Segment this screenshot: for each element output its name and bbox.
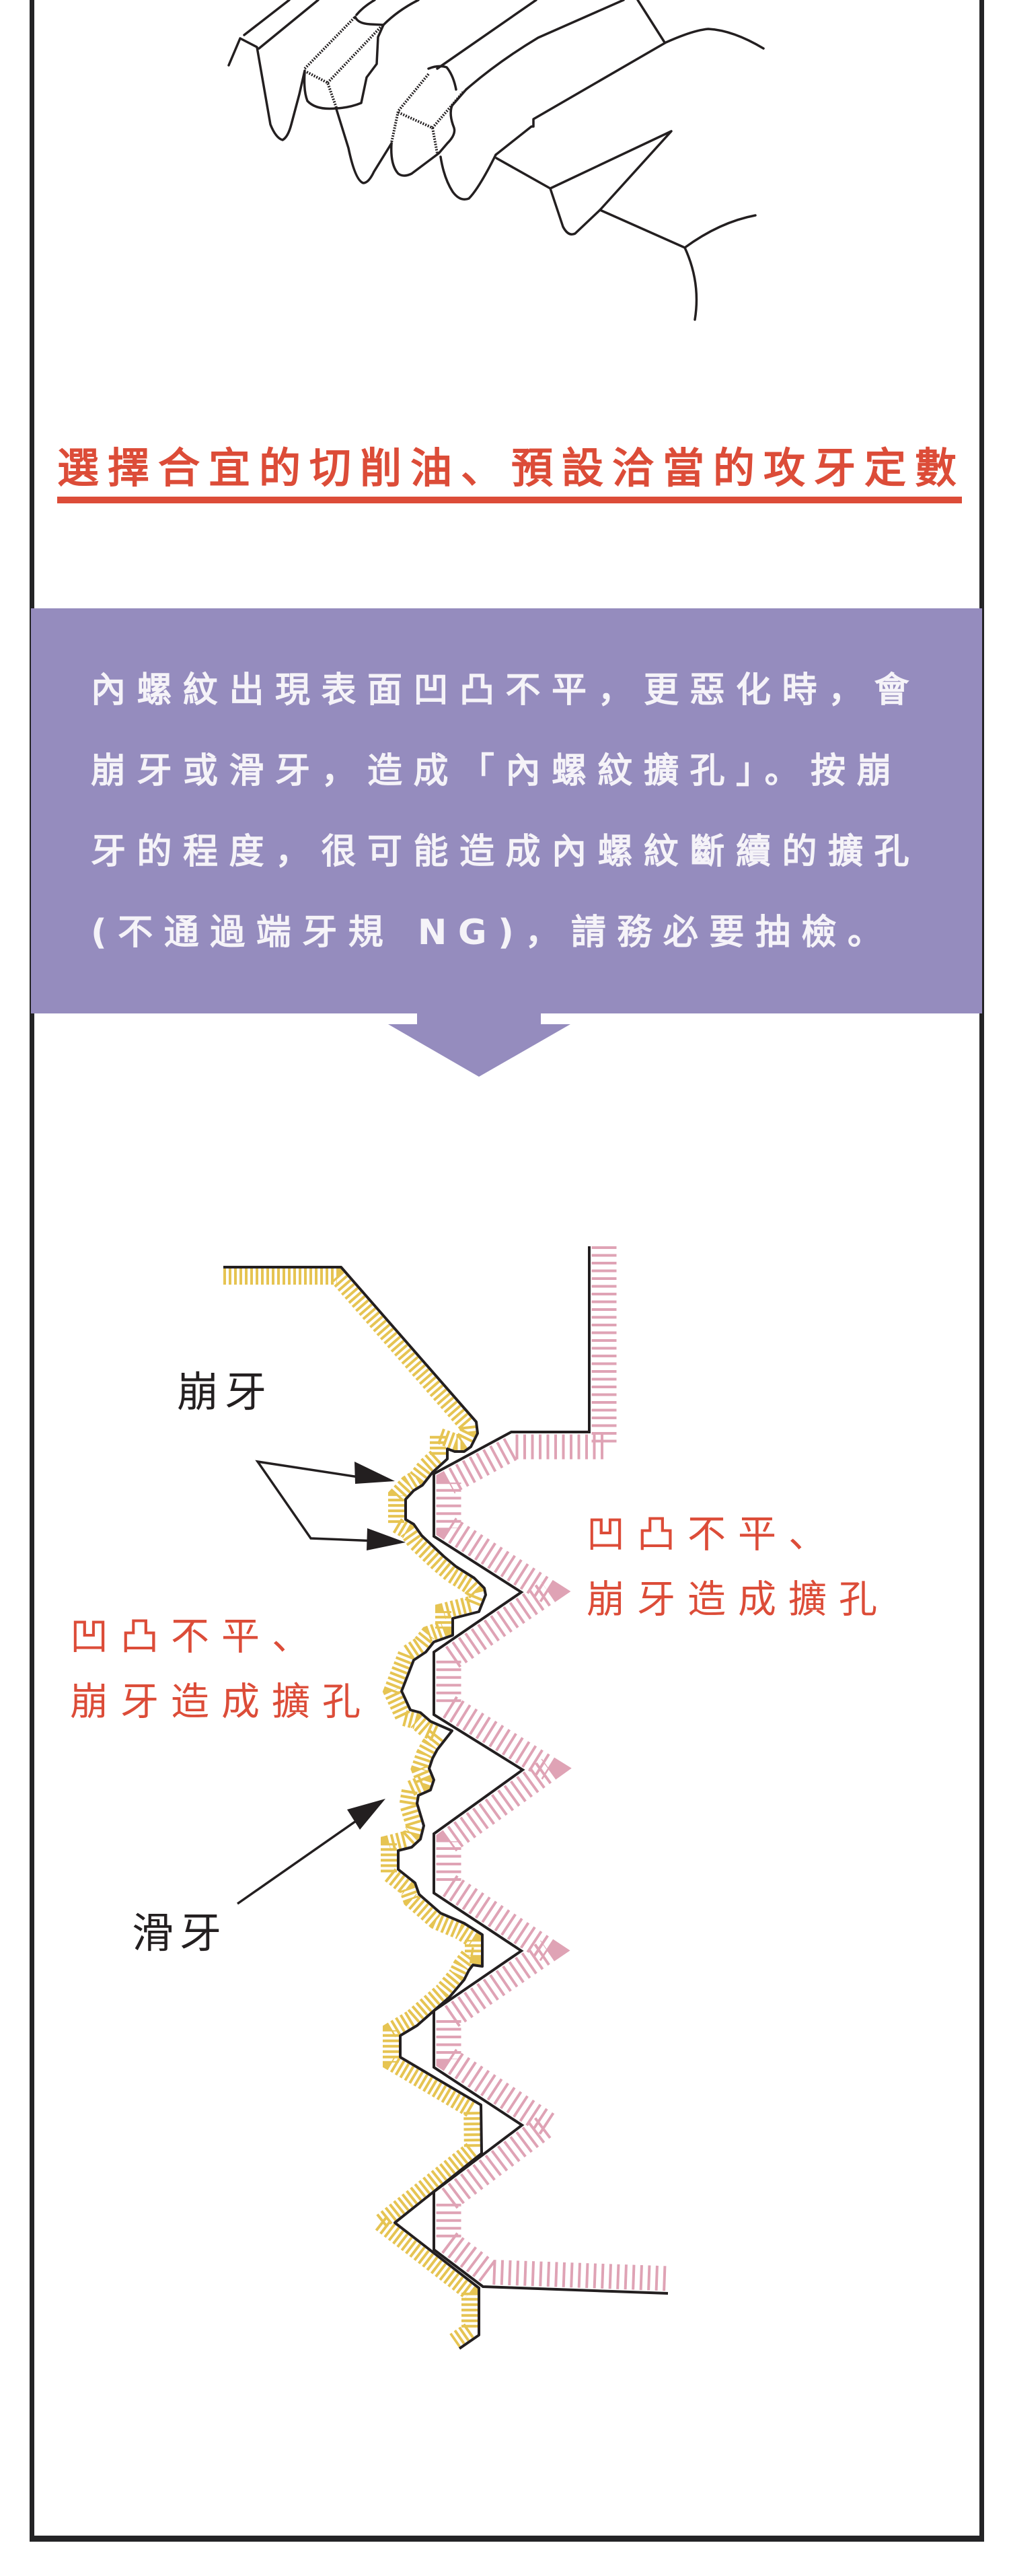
note-line: 凹凸不平、 [70,1614,322,1659]
down-arrow-icon [388,1012,570,1077]
note-line: 崩牙造成擴孔 [70,1680,373,1724]
callout-line: 崩牙或滑牙，造成「內螺紋擴孔」。按崩 [91,751,903,791]
note-line: 崩牙造成擴孔 [587,1577,889,1622]
callout-box [31,608,982,1013]
right-damage-note: 凹凸不平、 崩牙造成擴孔 [587,1502,889,1633]
thread-profile-lines [223,1246,669,2350]
note-line: 凹凸不平、 [587,1512,839,1557]
left-damage-note: 凹凸不平、 崩牙造成擴孔 [70,1604,373,1735]
chipped-thread-pointer-arrows [255,1460,406,1550]
callout-line: (不通過端牙規 NG)，請務必要抽檢。 [91,913,894,953]
stripped-thread-pointer-arrow [236,1799,385,1905]
stripped-thread-label: 滑牙 [132,1908,228,1958]
heading-underline [57,497,962,503]
tap-hatch [223,1268,485,2348]
section-heading: 選擇合宜的切削油、預設洽當的攻牙定數 [57,443,966,493]
callout-line: 內螺紋出現表面凹凸不平，更惡化時，會 [91,670,921,711]
internal-thread-hatch [436,1246,669,2291]
page-frame [30,0,984,2542]
callout-line: 牙的程度，很可能造成內螺紋斷續的擴孔 [91,832,921,872]
callout-text: 內螺紋出現表面凹凸不平，更惡化時，會 崩牙或滑牙，造成「內螺紋擴孔」。按崩 牙的… [91,650,938,973]
hand-tapping-illustration [227,0,765,321]
chipped-thread-label: 崩牙 [177,1367,273,1417]
